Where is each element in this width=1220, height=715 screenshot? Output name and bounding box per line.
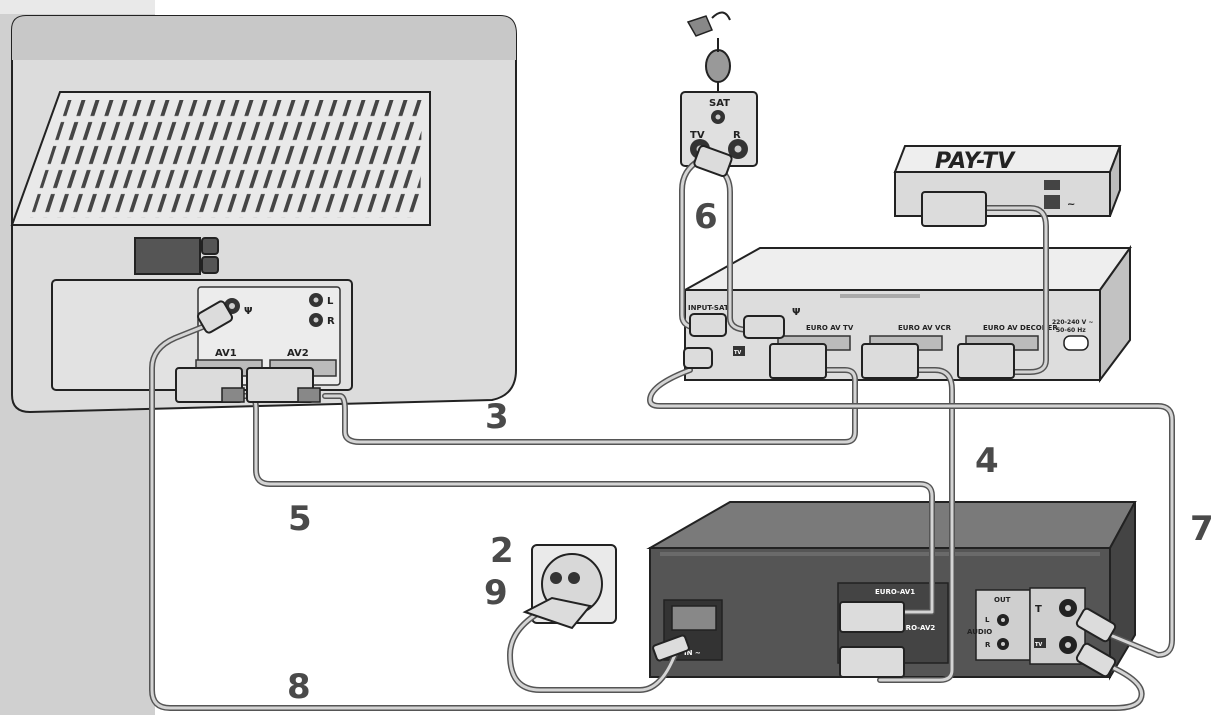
rx-antenna-symbol-icon: Ψ	[792, 307, 801, 318]
callout-2: 2	[490, 531, 514, 571]
callout-9: 9	[484, 573, 508, 613]
tv-av2-label: AV2	[287, 348, 309, 359]
vcr-mains-label: IN ~	[684, 649, 701, 657]
callout-6: 6	[694, 197, 718, 237]
vcr-tv-label: TV	[1035, 642, 1042, 648]
callout-5: 5	[288, 499, 312, 539]
voltage-label-2: 50-60 Hz	[1056, 327, 1086, 334]
mains-symbol-icon: ~	[1067, 199, 1075, 210]
vcr-euro-av1-label: EURO-AV1	[875, 588, 915, 596]
vcr-audio-label: AUDIO	[967, 628, 992, 636]
vcr-euro-av2-label: URO-AV2	[900, 624, 935, 632]
euro-av-decoder-label: EURO AV DECODER	[983, 324, 1058, 332]
tv-av1-label: AV1	[215, 348, 237, 359]
wall-sat-label: SAT	[709, 98, 730, 109]
callout-8: 8	[287, 667, 311, 707]
euro-av-vcr-label: EURO AV VCR	[898, 324, 952, 332]
pay-tv-decoder: PAY-TV ~	[893, 145, 1122, 217]
euro-av-tv-label: EURO AV TV	[806, 324, 854, 332]
tv-back: Ψ L R AV1 AV2	[10, 15, 517, 414]
callout-3: 3	[485, 397, 509, 437]
wall-tv-label: TV	[690, 130, 705, 141]
antenna-symbol-icon: Ψ	[244, 306, 253, 317]
vcr-r-label: R	[985, 641, 991, 649]
tv-vent-grille	[30, 100, 422, 218]
plugs	[175, 144, 1117, 678]
tv-port-l-label: L	[327, 296, 334, 307]
callout-4: 4	[975, 441, 999, 481]
wall-r-label: R	[733, 130, 741, 141]
voltage-label-1: 220-240 V ~	[1052, 319, 1093, 326]
callout-7: 7	[1190, 509, 1214, 549]
tv-port-r-label: R	[327, 316, 335, 327]
ac-socket-icon	[1063, 335, 1089, 351]
input-sat-label: INPUT-SAT	[688, 304, 729, 312]
rx-tv-label: TV	[734, 350, 741, 356]
satellite-dish-icon	[686, 11, 731, 92]
vcr-antenna-symbol-icon: Τ	[1035, 604, 1042, 615]
vcr-out-label: OUT	[994, 596, 1011, 604]
pay-tv-label: PAY-TV	[935, 149, 1016, 174]
vcr-l-label: L	[985, 616, 990, 624]
